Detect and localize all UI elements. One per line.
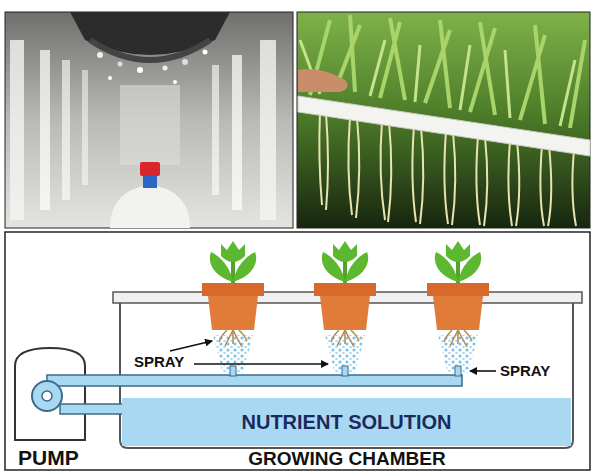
band-label: NUTRIENT SOLUTION bbox=[242, 411, 452, 433]
part-label: SPRAY bbox=[134, 354, 184, 371]
roots-photo bbox=[297, 12, 590, 228]
plant-group bbox=[202, 241, 489, 376]
leader-arrows bbox=[170, 341, 496, 371]
part-label: SPRAY bbox=[500, 363, 550, 380]
mist-photo bbox=[5, 12, 293, 228]
part-label: PUMP bbox=[18, 446, 79, 469]
solution-band: NUTRIENT SOLUTION bbox=[122, 398, 571, 446]
panel-frame bbox=[5, 232, 590, 470]
part-label: GROWING CHAMBER bbox=[248, 449, 445, 470]
